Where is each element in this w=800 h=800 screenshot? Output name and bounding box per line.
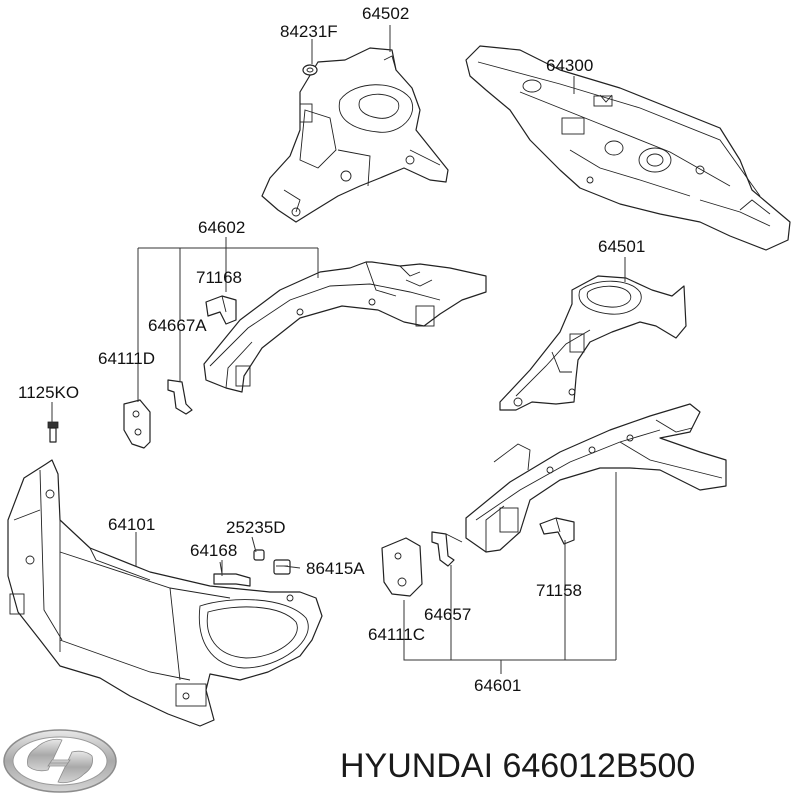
hyundai-logo (3, 729, 117, 793)
part-64101-radiator-support (7, 459, 323, 727)
label-64602: 64602 (198, 218, 245, 237)
part-64300-dash-panel (465, 45, 791, 251)
fastener-86415A (273, 559, 291, 575)
label-64501: 64501 (598, 237, 645, 256)
label-71168: 71168 (196, 268, 242, 287)
label-64657: 64657 (424, 605, 471, 624)
label-84231F: 84231F (280, 22, 338, 41)
part-64601-side-member-rh (465, 403, 727, 553)
bracket-71158 (539, 517, 575, 545)
bracket-64667A (167, 379, 193, 415)
label-71158: 71158 (536, 581, 582, 600)
label-64111D: 64111D (98, 349, 155, 368)
label-64601: 64601 (474, 676, 521, 695)
bracket-64168 (213, 561, 251, 587)
label-64300: 64300 (546, 56, 593, 75)
label-25235D: 25235D (226, 518, 286, 537)
label-64168: 64168 (190, 541, 237, 560)
leader-lines (51, 25, 626, 674)
plate-64111D (123, 399, 151, 449)
plate-64111C (381, 537, 423, 597)
label-64502: 64502 (362, 4, 409, 23)
part-64501-apron-rh (499, 275, 687, 411)
brand-part-number: HYUNDAI 646012B500 (340, 747, 695, 785)
clip-25235D (253, 549, 265, 561)
callout-labels: 84231F 64502 64300 64602 71168 64667A 64… (18, 4, 645, 695)
label-64101: 64101 (108, 515, 155, 534)
bracket-64657 (431, 531, 463, 567)
bolt-1125KO (47, 421, 59, 443)
part-64502-apron (261, 47, 449, 223)
label-86415A: 86415A (306, 559, 365, 578)
label-1125KO: 1125KO (18, 383, 79, 402)
label-64667A: 64667A (148, 316, 207, 335)
part-64602-side-member (203, 261, 487, 393)
plug-84231F (302, 64, 318, 76)
bracket-71168 (205, 295, 237, 325)
label-64111C: 64111C (368, 625, 425, 644)
